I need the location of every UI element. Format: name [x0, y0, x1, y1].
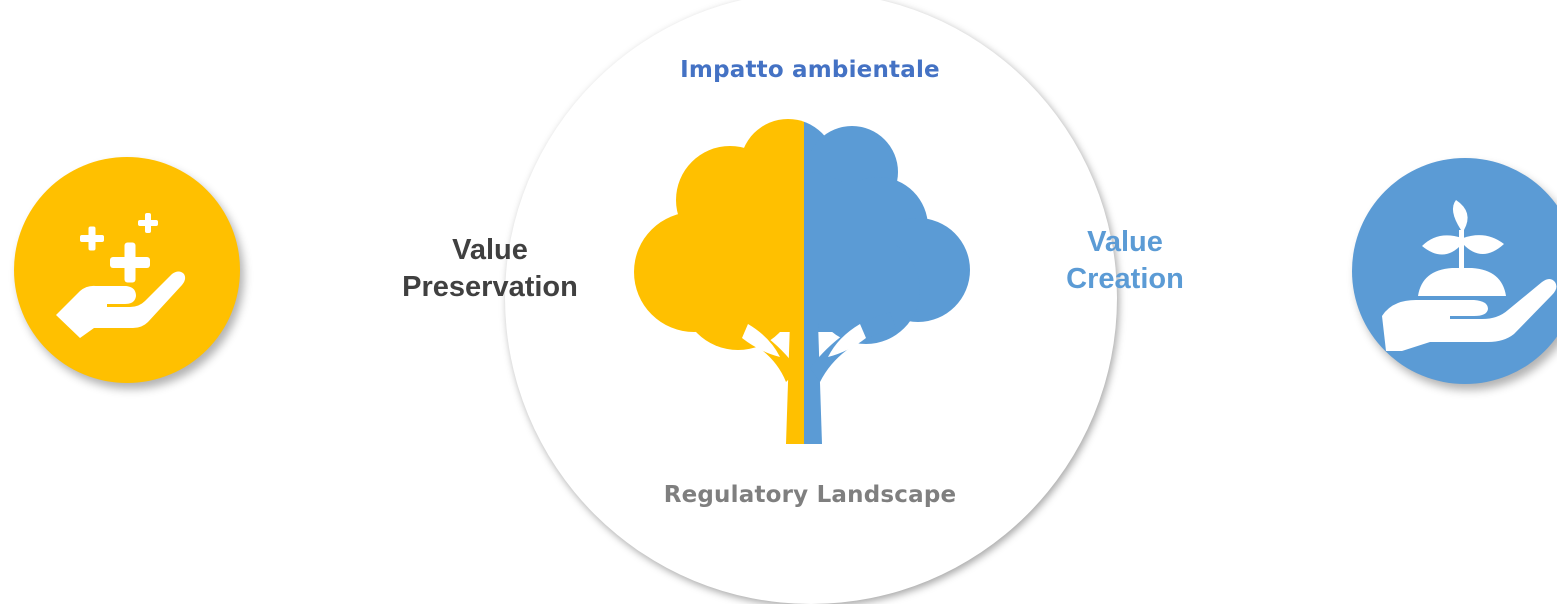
hand-with-plus-signs-icon	[56, 213, 186, 338]
value-creation-label: Value Creation	[1005, 224, 1245, 298]
value-preservation-badge	[14, 157, 240, 383]
top-label: Impatto ambientale	[680, 57, 940, 83]
bottom-label: Regulatory Landscape	[663, 482, 957, 508]
value-preservation-line1: Value	[452, 234, 528, 266]
value-preservation-label: Value Preservation	[370, 232, 610, 306]
value-creation-line2: Creation	[1066, 263, 1184, 295]
value-creation-line1: Value	[1087, 226, 1163, 258]
value-creation-badge	[1352, 158, 1557, 384]
half-yellow-half-blue-tree-icon	[634, 119, 970, 444]
value-preservation-line2: Preservation	[402, 271, 578, 303]
hand-holding-sprout-icon	[1382, 200, 1557, 351]
